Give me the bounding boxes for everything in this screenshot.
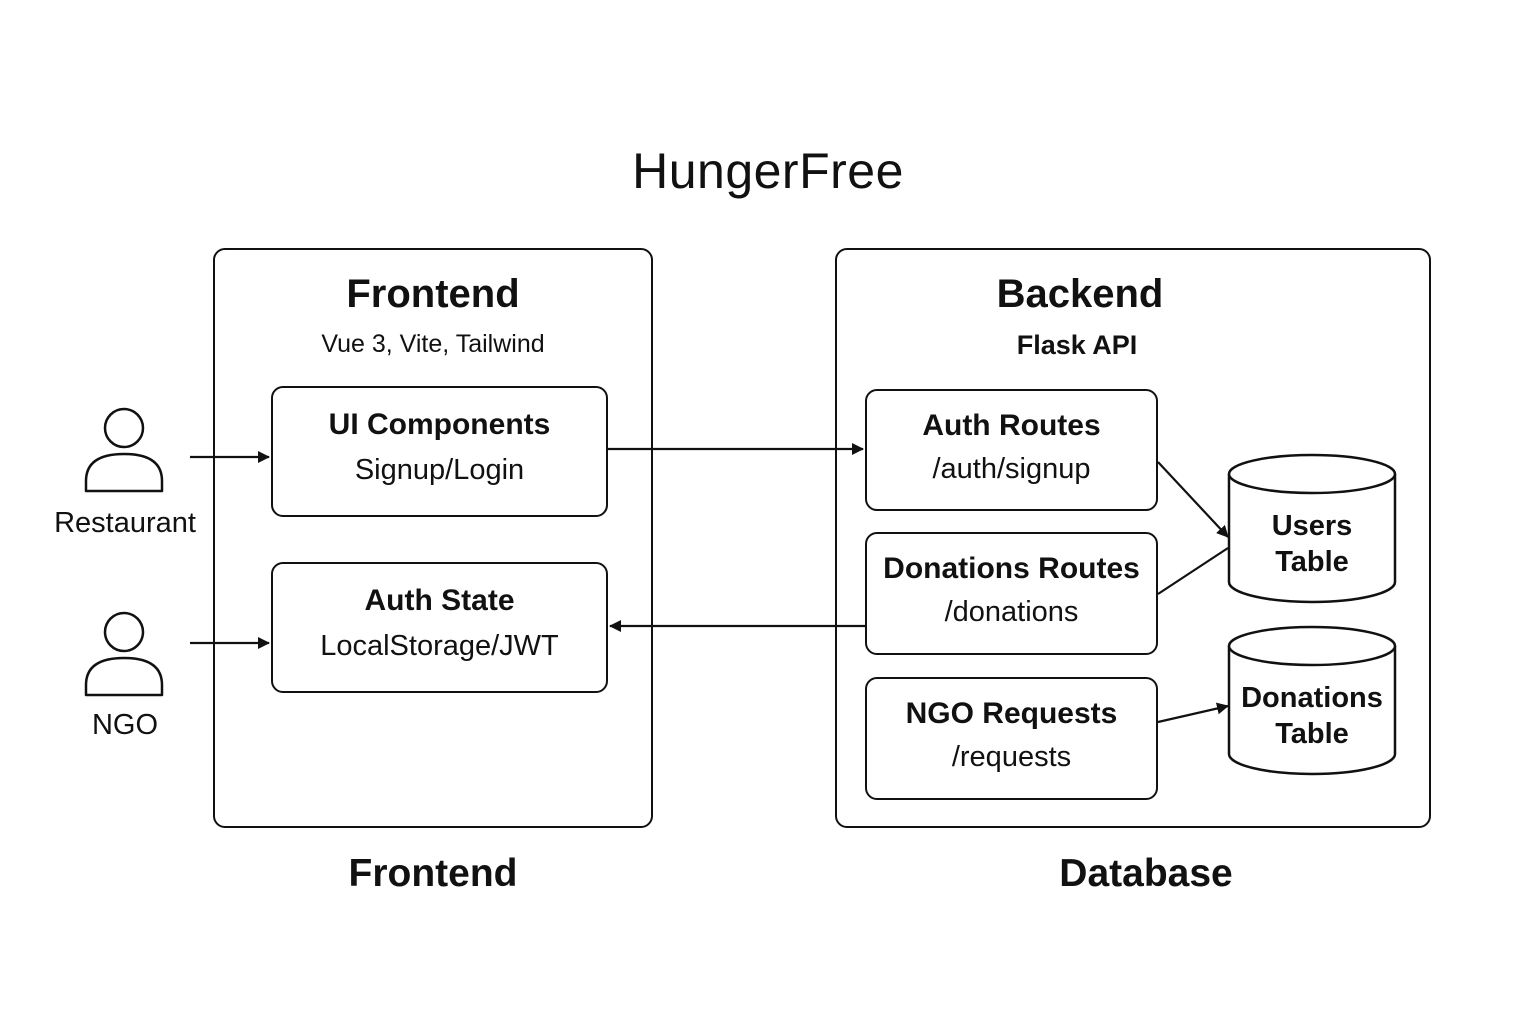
person-icon bbox=[84, 611, 164, 697]
frontend-panel-subtitle: Vue 3, Vite, Tailwind bbox=[321, 330, 545, 358]
diagram-title: HungerFree bbox=[632, 143, 904, 199]
bottom-label-database: Database bbox=[1059, 852, 1233, 895]
frontend-panel-title: Frontend bbox=[346, 272, 520, 316]
users-table-line2: Table bbox=[1275, 546, 1349, 578]
auth-routes-box: Auth Routes /auth/signup bbox=[865, 389, 1158, 511]
auth-state-subtitle: LocalStorage/JWT bbox=[320, 630, 559, 662]
donations-table-line2: Table bbox=[1275, 718, 1349, 750]
backend-panel-subtitle: Flask API bbox=[1016, 330, 1138, 360]
cylinder-icon bbox=[1227, 625, 1397, 776]
auth-routes-title: Auth Routes bbox=[922, 409, 1101, 442]
backend-panel-title: Backend bbox=[996, 272, 1164, 316]
donations-routes-subtitle: /donations bbox=[944, 596, 1079, 628]
auth-state-title: Auth State bbox=[364, 584, 515, 617]
arrow-ngo-requests-to-donations bbox=[1157, 702, 1229, 724]
arrow-auth-routes-to-users bbox=[1157, 461, 1229, 538]
donations-routes-title: Donations Routes bbox=[883, 552, 1140, 585]
users-table-line1: Users bbox=[1271, 510, 1353, 542]
ngo-requests-box: NGO Requests /requests bbox=[865, 677, 1158, 800]
line-donations-routes-to-users bbox=[1157, 547, 1229, 595]
actor-label-restaurant: Restaurant bbox=[54, 507, 196, 539]
ui-components-box: UI Components Signup/Login bbox=[271, 386, 608, 517]
auth-state-box: Auth State LocalStorage/JWT bbox=[271, 562, 608, 693]
ui-components-title: UI Components bbox=[328, 408, 551, 441]
actor-label-ngo: NGO bbox=[91, 709, 159, 741]
donations-table-label: Donations Table bbox=[1226, 680, 1398, 752]
donations-table-line1: Donations bbox=[1241, 682, 1383, 714]
backend-panel bbox=[835, 248, 1431, 828]
users-table-label: Users Table bbox=[1226, 508, 1398, 580]
donations-routes-box: Donations Routes /donations bbox=[865, 532, 1158, 655]
ngo-requests-title: NGO Requests bbox=[905, 697, 1118, 730]
frontend-panel bbox=[213, 248, 653, 828]
bottom-label-frontend: Frontend bbox=[348, 852, 518, 895]
cylinder-icon bbox=[1227, 453, 1397, 604]
auth-routes-subtitle: /auth/signup bbox=[932, 453, 1091, 485]
person-icon bbox=[84, 407, 164, 493]
ngo-requests-subtitle: /requests bbox=[951, 741, 1072, 773]
ui-components-subtitle: Signup/Login bbox=[354, 454, 525, 486]
